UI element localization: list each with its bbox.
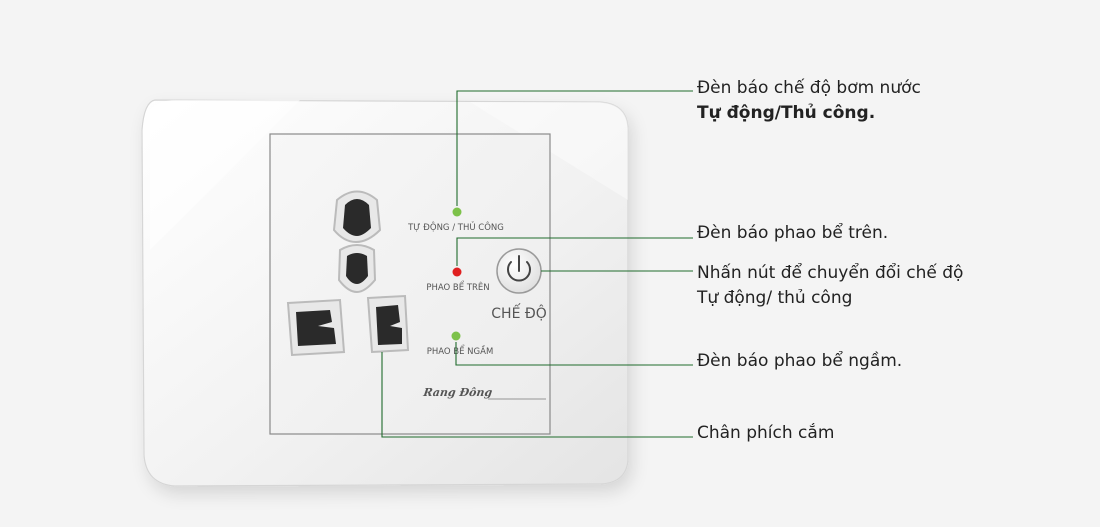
- leader-mode-light: [456, 90, 693, 206]
- callout-mode-light: Đèn báo chế độ bơm nước Tự động/Thủ công…: [697, 76, 921, 126]
- socket-round-hole: [332, 190, 382, 294]
- mode-button[interactable]: [496, 248, 542, 294]
- callout-mode-button-line1: Nhấn nút để chuyển đổi chế độ: [697, 263, 964, 283]
- socket-right-hole: [366, 294, 410, 354]
- upper-float-indicator-light: [452, 267, 462, 277]
- callout-mode-button-line2: Tự động/ thủ công: [697, 288, 853, 308]
- leader-upper-float: [456, 237, 693, 266]
- svg-text:Rang Đông: Rang Đông: [422, 386, 494, 399]
- callout-mode-light-line1: Đèn báo chế độ bơm nước: [697, 78, 921, 98]
- callout-plug-pins-line1: Chân phích cắm: [697, 423, 835, 443]
- power-icon: [507, 255, 531, 282]
- callout-under-float-line1: Đèn báo phao bể ngầm.: [697, 351, 903, 371]
- socket-left-hole: [286, 298, 346, 357]
- under-float-indicator-label: PHAO BỂ NGẦM: [427, 344, 494, 357]
- leader-under-float: [455, 342, 693, 366]
- mode-indicator-label: TỰ ĐỘNG / THỦ CÔNG: [407, 221, 504, 233]
- under-float-indicator-light: [451, 331, 461, 341]
- callout-mode-light-line2: Tự động/Thủ công.: [697, 103, 876, 123]
- callout-upper-float-line1: Đèn báo phao bể trên.: [697, 223, 889, 243]
- callout-mode-button: Nhấn nút để chuyển đổi chế độ Tự động/ t…: [697, 261, 963, 311]
- callout-upper-float-light: Đèn báo phao bể trên.: [697, 221, 888, 246]
- leader-plug-pins: [381, 352, 693, 438]
- callout-under-float-light: Đèn báo phao bể ngầm.: [697, 349, 902, 374]
- upper-float-indicator-label: PHAO BỂ TRÊN: [426, 280, 489, 293]
- mode-button-label: CHẾ ĐỘ: [491, 303, 546, 322]
- leader-lines: [381, 90, 693, 438]
- brand-logo: Rang Đông: [422, 386, 546, 400]
- mode-indicator-light: [452, 207, 462, 217]
- callout-plug-pins: Chân phích cắm: [697, 421, 834, 446]
